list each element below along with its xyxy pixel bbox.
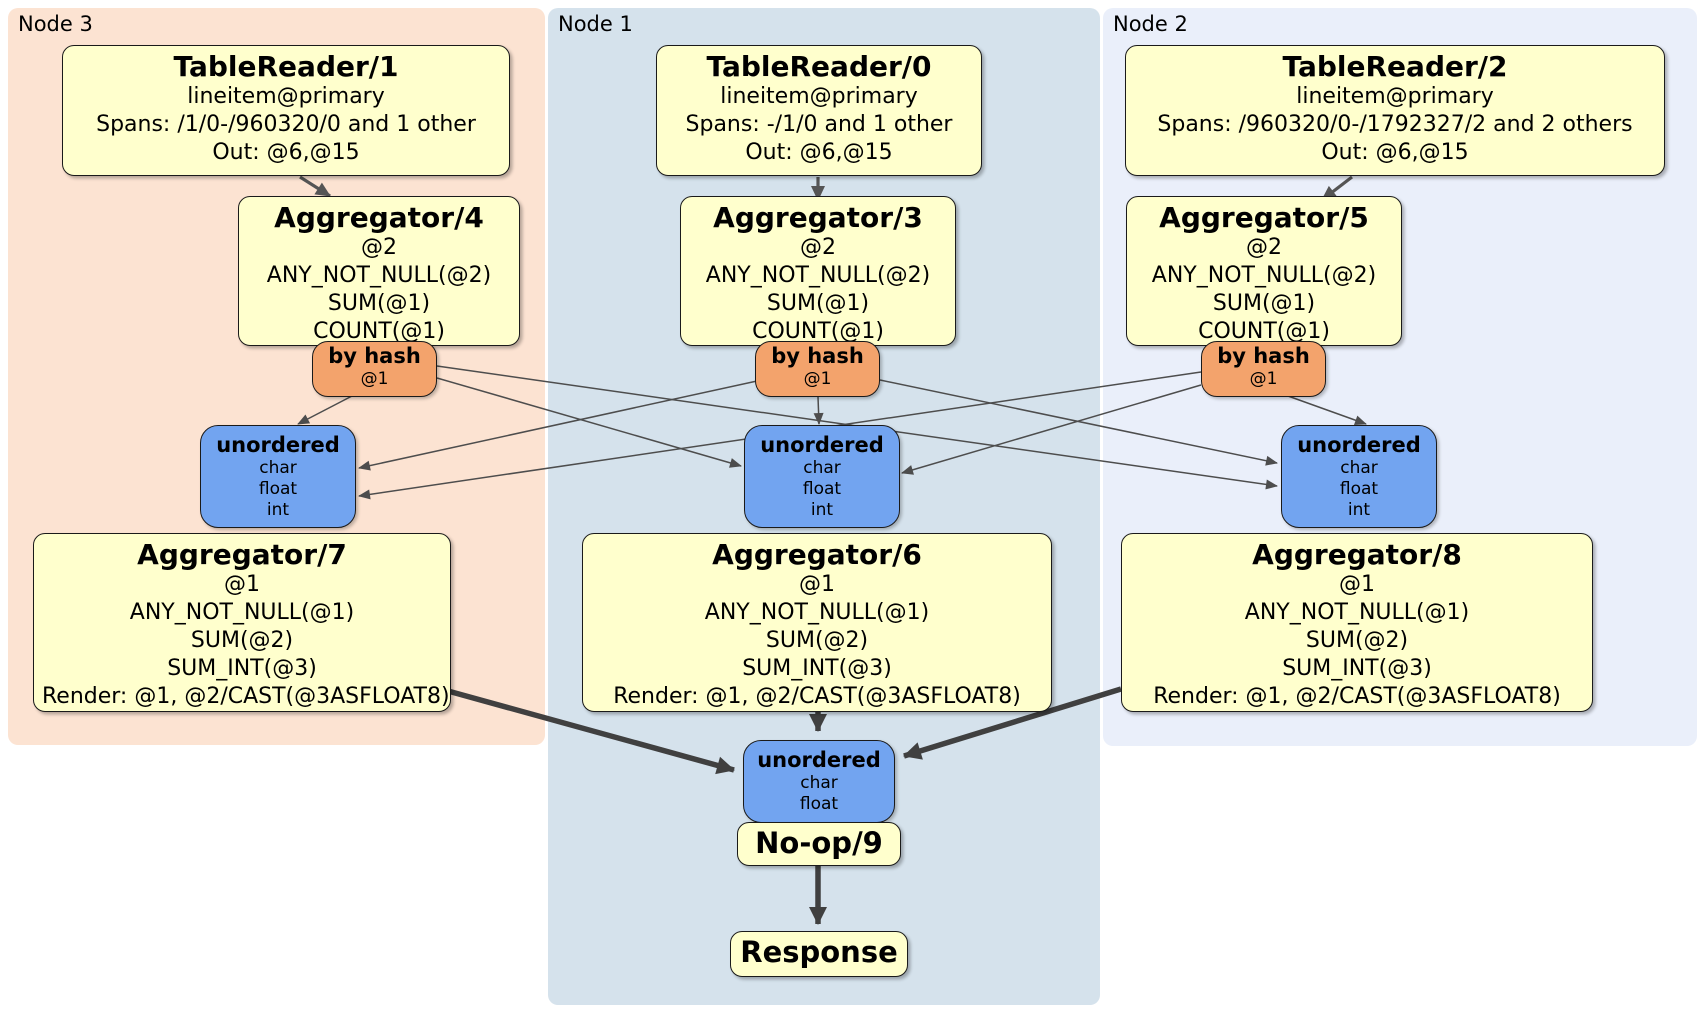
processor-title: Aggregator/6 (712, 538, 922, 571)
processor-line: Spans: /1/0-/960320/0 and 1 other (96, 112, 476, 137)
sync-label: unordered (216, 433, 340, 457)
processor-tablereader-1: TableReader/1 lineitem@primary Spans: /1… (62, 45, 510, 176)
processor-line: ANY_NOT_NULL(@1) (704, 600, 930, 625)
processor-line: ANY_NOT_NULL(@2) (266, 263, 492, 288)
processor-line: SUM_INT(@3) (167, 656, 317, 681)
router-detail: @1 (360, 369, 389, 389)
processor-aggregator-6: Aggregator/6 @1 ANY_NOT_NULL(@1) SUM(@2)… (582, 533, 1052, 712)
panel-label-node2: Node 2 (1113, 12, 1188, 36)
sync-type: char (259, 458, 297, 478)
router-label: by hash (328, 344, 421, 368)
processor-line: COUNT(@1) (1198, 319, 1330, 344)
sync-label: unordered (760, 433, 884, 457)
processor-line: ANY_NOT_NULL(@2) (1151, 263, 1377, 288)
sync-type: float (258, 479, 298, 499)
processor-line: Render: @1, @2/CAST(@3ASFLOAT8) (613, 684, 1021, 709)
sync-type: int (266, 500, 290, 520)
processor-line: SUM(@2) (765, 628, 869, 653)
processor-title: Aggregator/3 (713, 201, 923, 234)
processor-line: COUNT(@1) (752, 319, 884, 344)
processor-line: lineitem@primary (1296, 84, 1494, 109)
processor-line: SUM_INT(@3) (1282, 656, 1432, 681)
processor-title: Response (740, 935, 898, 969)
processor-line: SUM(@1) (766, 291, 870, 316)
sync-type: char (800, 773, 838, 793)
processor-response: Response (730, 931, 908, 977)
processor-line: SUM_INT(@3) (742, 656, 892, 681)
processor-line: Render: @1, @2/CAST(@3ASFLOAT8) (42, 684, 450, 709)
processor-title: Aggregator/4 (274, 201, 484, 234)
processor-line: @2 (1246, 235, 1282, 260)
sync-type: int (1347, 500, 1371, 520)
processor-line: lineitem@primary (720, 84, 918, 109)
processor-noop-9: No-op/9 (737, 822, 901, 866)
processor-title: Aggregator/7 (137, 538, 347, 571)
sync-type: int (810, 500, 834, 520)
processor-line: Spans: /960320/0-/1792327/2 and 2 others (1157, 112, 1633, 137)
processor-line: SUM(@1) (1212, 291, 1316, 316)
processor-aggregator-3: Aggregator/3 @2 ANY_NOT_NULL(@2) SUM(@1)… (680, 196, 956, 346)
sync-unordered-node2: unordered char float int (1281, 425, 1437, 528)
router-label: by hash (771, 344, 864, 368)
processor-title: TableReader/1 (173, 50, 399, 83)
router-by-hash-node1: by hash @1 (755, 341, 880, 397)
processor-line: @2 (800, 235, 836, 260)
sync-type: char (1340, 458, 1378, 478)
processor-aggregator-8: Aggregator/8 @1 ANY_NOT_NULL(@1) SUM(@2)… (1121, 533, 1593, 712)
processor-line: ANY_NOT_NULL(@2) (705, 263, 931, 288)
sync-type: float (1339, 479, 1379, 499)
edges-aggregator-to-final (447, 686, 1122, 925)
processor-line: Spans: -/1/0 and 1 other (685, 112, 953, 137)
processor-tablereader-0: TableReader/0 lineitem@primary Spans: -/… (656, 45, 982, 176)
processor-title: Aggregator/5 (1159, 201, 1369, 234)
sync-unordered-node1: unordered char float int (744, 425, 900, 528)
processor-aggregator-4: Aggregator/4 @2 ANY_NOT_NULL(@2) SUM(@1)… (238, 196, 520, 346)
processor-line: Out: @6,@15 (212, 140, 360, 165)
processor-title: No-op/9 (755, 826, 883, 860)
processor-line: SUM(@2) (1305, 628, 1409, 653)
processor-line: ANY_NOT_NULL(@1) (1244, 600, 1470, 625)
panel-label-node1: Node 1 (558, 12, 633, 36)
sync-unordered-final: unordered char float (743, 740, 895, 823)
processor-tablereader-2: TableReader/2 lineitem@primary Spans: /9… (1125, 45, 1665, 176)
processor-title: TableReader/2 (1282, 50, 1508, 83)
sync-type: float (799, 794, 839, 814)
processor-line: @1 (224, 572, 260, 597)
processor-line: Out: @6,@15 (745, 140, 893, 165)
processor-line: @1 (799, 572, 835, 597)
processor-line: COUNT(@1) (313, 319, 445, 344)
router-detail: @1 (1249, 369, 1278, 389)
processor-aggregator-5: Aggregator/5 @2 ANY_NOT_NULL(@2) SUM(@1)… (1126, 196, 1402, 346)
router-by-hash-node2: by hash @1 (1201, 341, 1326, 397)
processor-line: SUM(@1) (327, 291, 431, 316)
processor-line: @2 (361, 235, 397, 260)
router-detail: @1 (803, 369, 832, 389)
sync-type: float (802, 479, 842, 499)
processor-line: SUM(@2) (190, 628, 294, 653)
router-by-hash-node3: by hash @1 (312, 341, 437, 397)
panel-label-node3: Node 3 (18, 12, 93, 36)
processor-line: lineitem@primary (187, 84, 385, 109)
processor-aggregator-7: Aggregator/7 @1 ANY_NOT_NULL(@1) SUM(@2)… (33, 533, 451, 712)
processor-title: TableReader/0 (706, 50, 932, 83)
sync-unordered-node3: unordered char float int (200, 425, 356, 528)
processor-line: @1 (1339, 572, 1375, 597)
processor-line: Out: @6,@15 (1321, 140, 1469, 165)
sync-label: unordered (1297, 433, 1421, 457)
processor-line: Render: @1, @2/CAST(@3ASFLOAT8) (1153, 684, 1561, 709)
router-label: by hash (1217, 344, 1310, 368)
processor-title: Aggregator/8 (1252, 538, 1462, 571)
sync-label: unordered (757, 748, 881, 772)
processor-line: ANY_NOT_NULL(@1) (129, 600, 355, 625)
sync-type: char (803, 458, 841, 478)
